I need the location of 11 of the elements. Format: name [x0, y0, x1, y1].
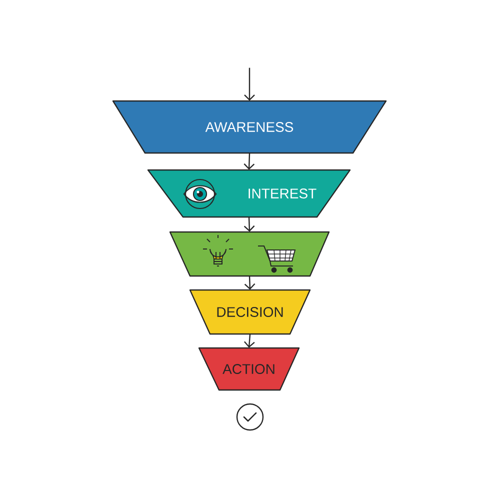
arrow — [244, 217, 255, 232]
arrow — [244, 68, 255, 101]
arrow — [244, 334, 255, 348]
arrow — [244, 153, 255, 170]
arrow — [244, 276, 256, 290]
funnel-stage: DECISION — [189, 289, 311, 335]
funnel-stage: AWARENESS — [112, 100, 387, 154]
funnel-stage: ACTION — [198, 347, 300, 391]
funnel-stage: INTEREST — [147, 169, 351, 218]
funnel-stage — [169, 231, 330, 277]
check-circle — [236, 403, 264, 431]
